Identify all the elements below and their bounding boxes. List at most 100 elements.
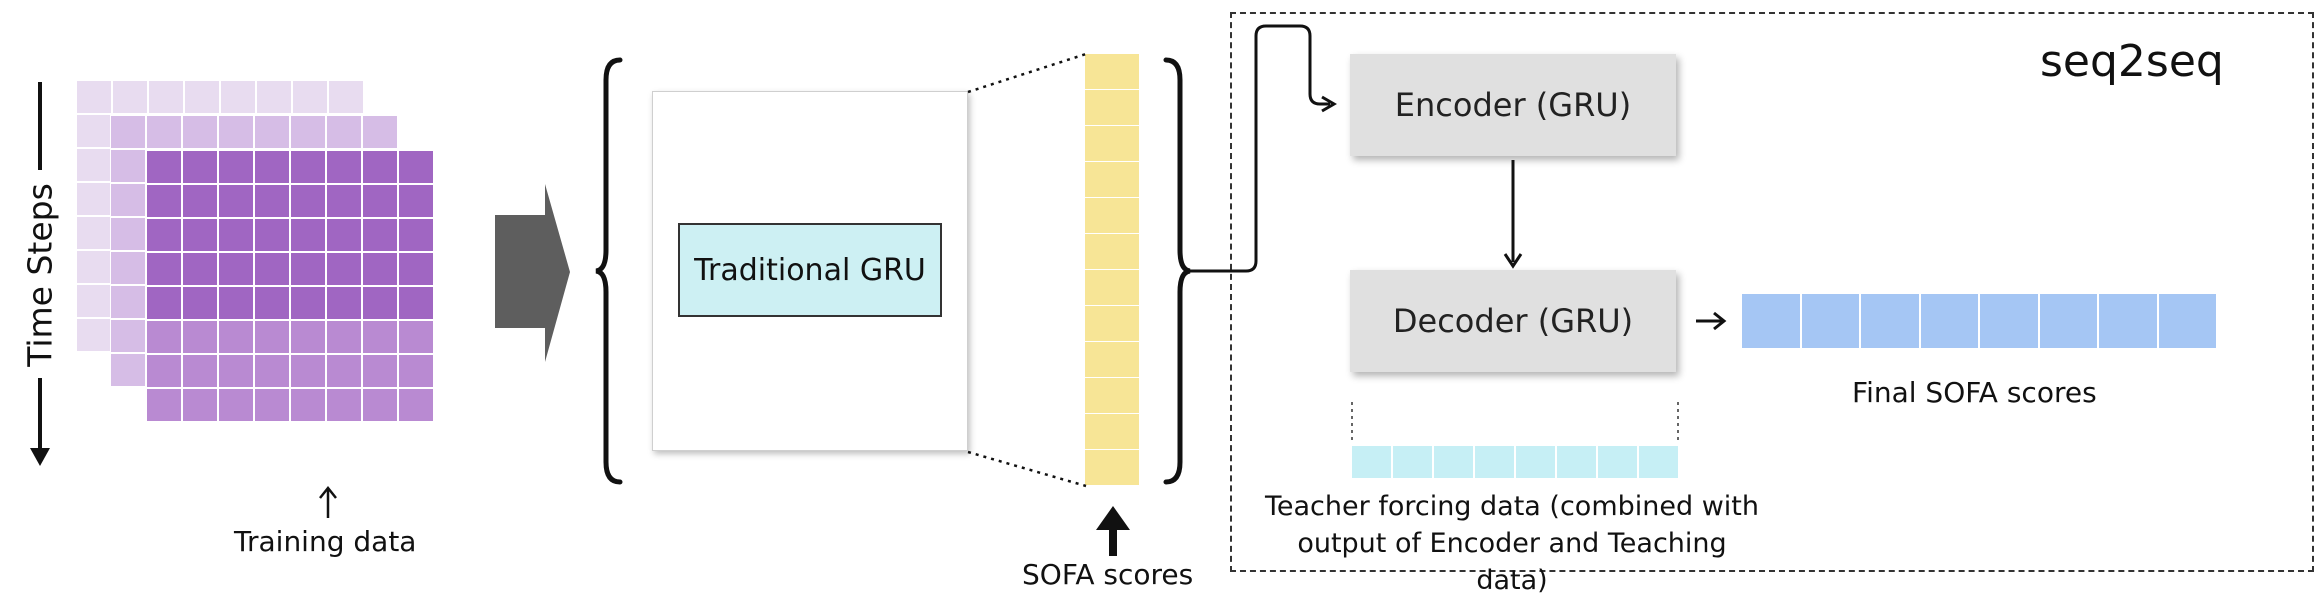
training-grid-cell (398, 150, 434, 184)
training-grid-cell (218, 115, 254, 149)
sofa-score-cell (1085, 126, 1139, 162)
training-grid-cell (182, 218, 218, 252)
training-grid-cell (110, 149, 146, 183)
teacher-forcing-cell (1393, 446, 1434, 478)
sofa-scores-column (1085, 54, 1139, 486)
training-grid-cell (182, 286, 218, 320)
left-brace (595, 57, 623, 485)
training-grid-cell (218, 184, 254, 218)
training-grid-cell (110, 251, 146, 285)
training-grid-cell (146, 388, 182, 422)
training-grid-cell (362, 354, 398, 388)
training-grid-cell (254, 286, 290, 320)
final-sofa-scores-caption: Final SOFA scores (1852, 376, 2097, 409)
training-grid-cell (326, 286, 362, 320)
training-grid-cell (254, 115, 290, 149)
training-grid-cell (398, 218, 434, 252)
training-data-up-arrow (319, 485, 337, 518)
training-grid-cell (326, 150, 362, 184)
training-grid-cell (110, 115, 146, 149)
final-sofa-cell (2158, 294, 2216, 348)
training-grid-cell (182, 150, 218, 184)
training-grid-cell (254, 252, 290, 286)
training-grid-cell (292, 80, 328, 114)
training-grid-cell (146, 150, 182, 184)
sofa-up-arrow (1096, 506, 1130, 556)
sofa-score-cell (1085, 198, 1139, 234)
training-grid-cell (398, 252, 434, 286)
training-grid-cell (398, 184, 434, 218)
training-grid-cell (218, 354, 254, 388)
training-grid-cell (218, 252, 254, 286)
final-sofa-cell (1801, 294, 1861, 348)
training-grid-cell (148, 80, 184, 114)
training-grid-cell (290, 115, 326, 149)
training-grid-cell (182, 115, 218, 149)
teacher-forcing-cell (1475, 446, 1516, 478)
sofa-scores-caption: SOFA scores (1022, 558, 1194, 591)
training-grid-cell (146, 184, 182, 218)
decoder-to-final-arrow (1696, 311, 1727, 331)
training-grid-cell (290, 286, 326, 320)
training-grid-cell (76, 114, 112, 148)
training-grid-cell (112, 80, 148, 114)
teacher-forcing-cell (1598, 446, 1639, 478)
training-grid-cell (398, 320, 434, 354)
training-grid-cell (182, 320, 218, 354)
teacher-forcing-bar (1352, 446, 1678, 478)
time-steps-arrow (30, 82, 50, 466)
training-grid-cell (218, 150, 254, 184)
training-grid-cell (326, 252, 362, 286)
seq2seq-container (1230, 12, 2314, 572)
zoom-line-top (967, 52, 1087, 94)
training-grid-cell (328, 80, 364, 114)
training-grid-cell (290, 320, 326, 354)
training-grid-cell (218, 320, 254, 354)
training-grid-cell (326, 320, 362, 354)
training-grid-cell (110, 285, 146, 319)
final-sofa-cell (2039, 294, 2099, 348)
training-grid-cell (110, 353, 146, 387)
teacher-forcing-caption-line-2: output of Encoder and Teaching data) (1297, 528, 1727, 596)
training-grid-cell (398, 388, 434, 422)
training-grid-cell (254, 388, 290, 422)
traditional-gru-panel: Traditional GRU (652, 91, 968, 451)
training-grid-cell (362, 150, 398, 184)
training-grid-cell (76, 148, 112, 182)
traditional-gru-box: Traditional GRU (678, 223, 942, 317)
training-grid-cell (254, 218, 290, 252)
training-grid-cell (362, 286, 398, 320)
teacher-forcing-caption: Teacher forcing data (combined with outp… (1262, 488, 1762, 599)
training-grid-cell (398, 354, 434, 388)
training-grid-cell (362, 184, 398, 218)
training-grid-cell (362, 252, 398, 286)
training-grid-cell (146, 286, 182, 320)
training-grid-cell (146, 354, 182, 388)
sofa-score-cell (1085, 306, 1139, 342)
training-grid-cell (218, 286, 254, 320)
final-sofa-cell (1980, 294, 2040, 348)
training-grid-cell (218, 218, 254, 252)
training-grid-cell (218, 388, 254, 422)
training-grid-cell (146, 115, 182, 149)
training-grid-cell (146, 320, 182, 354)
training-grid-cell (362, 218, 398, 252)
training-grid-cell (146, 218, 182, 252)
training-grid-cell (326, 115, 362, 149)
sofa-score-cell (1085, 162, 1139, 198)
sofa-score-cell (1085, 450, 1139, 486)
teacher-forcing-caption-line-1: Teacher forcing data (combined with (1265, 491, 1759, 522)
teacher-forcing-cell (1639, 446, 1678, 478)
training-data-caption: Training data (234, 525, 417, 558)
training-grid-cell (110, 217, 146, 251)
teacher-forcing-bracket (1351, 402, 1679, 444)
decoder-node: Decoder (GRU) (1350, 270, 1676, 372)
training-grid-cell (254, 354, 290, 388)
teacher-forcing-cell (1434, 446, 1475, 478)
training-grid-cell (76, 182, 112, 216)
training-grid-cell (362, 320, 398, 354)
final-sofa-scores-bar (1742, 294, 2216, 348)
training-grid-cell (290, 354, 326, 388)
training-grid-cell (326, 184, 362, 218)
